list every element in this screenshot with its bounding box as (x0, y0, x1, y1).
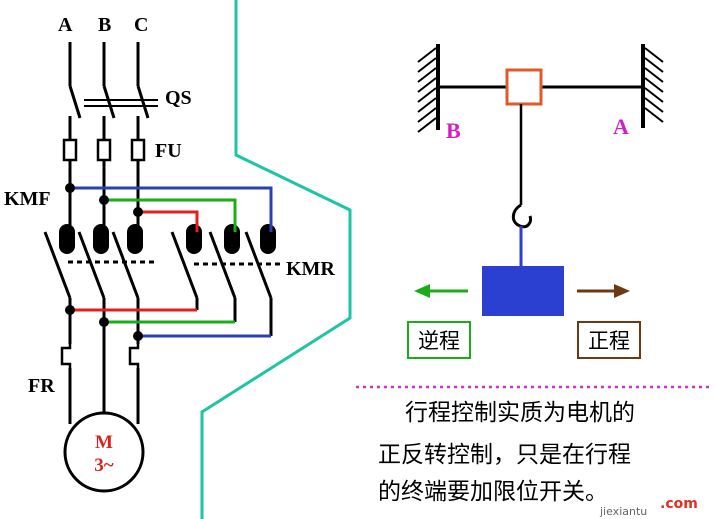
fu-label: FU (155, 140, 182, 162)
description-line-1: 行程控制实质为电机的 (405, 400, 635, 426)
phase-a-label: A (58, 14, 73, 36)
watermark-text: jiexiantu (599, 505, 647, 518)
forward-arrow (577, 284, 630, 298)
motor: M 3~ (63, 411, 145, 493)
section-divider (200, 0, 352, 519)
forward-box (577, 321, 641, 359)
qs-switch (68, 85, 158, 119)
hook (511, 203, 532, 229)
qs-label: QS (165, 87, 192, 109)
travel-mechanism: 逆程 正程 B A (407, 44, 664, 359)
fr-overload (60, 344, 140, 368)
phase-b-label: B (98, 14, 111, 36)
reverse-box (407, 321, 471, 359)
kmr-contacts (170, 231, 282, 299)
phase-c-label: C (134, 14, 148, 36)
reverse-label: 逆程 (418, 329, 460, 353)
motor-label: M (95, 432, 113, 453)
contactor-arcs (59, 224, 276, 254)
forward-label: 正程 (588, 329, 630, 353)
kmf-contacts (43, 231, 154, 299)
watermark-logo: .com (660, 496, 698, 512)
wall-a-label: A (613, 114, 629, 139)
description: 行程控制实质为电机的 正反转控制，只是在行程 的终端要加限位开关。 (378, 400, 635, 505)
circuit-diagram (43, 42, 282, 424)
reverse-arrow (414, 284, 468, 298)
description-line-3: 的终端要加限位开关。 (378, 479, 608, 505)
watermark: jiexiantu .com (599, 496, 698, 518)
motor-phase-label: 3~ (94, 455, 114, 476)
slider (505, 68, 543, 106)
junction-dots (65, 183, 143, 341)
left-wall (417, 44, 440, 133)
fu-fuses (62, 138, 146, 162)
wall-b-label: B (446, 118, 461, 143)
load-block (482, 266, 564, 316)
kmr-label: KMR (286, 258, 335, 280)
reversing-wires (70, 186, 273, 338)
description-line-2: 正反转控制，只是在行程 (378, 442, 631, 468)
right-wall (641, 44, 664, 128)
fr-label: FR (28, 375, 55, 397)
kmf-label: KMF (4, 188, 51, 210)
